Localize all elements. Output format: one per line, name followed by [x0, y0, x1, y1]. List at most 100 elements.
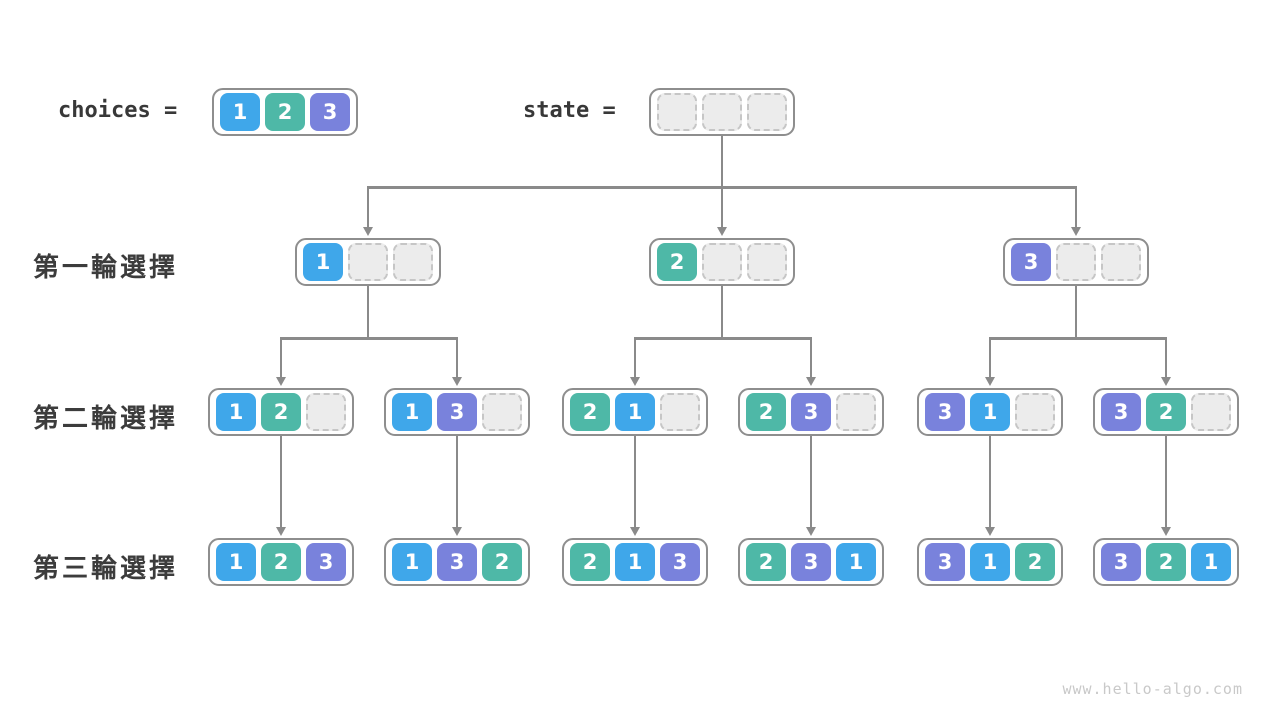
- tree-edge-drop: [720, 186, 724, 229]
- tree-edge-drop: [633, 436, 637, 529]
- tree-edge-bar: [633, 337, 813, 340]
- arrow-down-icon: [984, 377, 995, 386]
- choice-cell-3: 3: [925, 393, 965, 431]
- choice-cell-2: 2: [570, 393, 610, 431]
- choice-cell-1: 1: [392, 543, 432, 581]
- choice-cell-1: 1: [615, 393, 655, 431]
- arrow-down-icon: [1160, 377, 1171, 386]
- tree-edge-drop: [455, 337, 459, 379]
- empty-slot: [702, 93, 742, 131]
- watermark: www.hello-algo.com: [1062, 680, 1243, 698]
- arrow-down-icon: [629, 377, 640, 386]
- empty-slot: [1191, 393, 1231, 431]
- choice-cell-3: 3: [437, 393, 477, 431]
- row-label-round-3: 第三輪選擇: [33, 553, 179, 583]
- choice-cell-3: 3: [437, 543, 477, 581]
- choice-cell-2: 2: [1146, 543, 1186, 581]
- choice-cell-2: 2: [261, 543, 301, 581]
- arrow-down-icon: [984, 527, 995, 536]
- tree-edge-drop: [809, 436, 813, 529]
- empty-slot: [482, 393, 522, 431]
- choices-label: choices =: [58, 98, 178, 123]
- round1-node-2: 2: [649, 238, 795, 286]
- choice-cell-1: 1: [970, 393, 1010, 431]
- choice-cell-2: 2: [570, 543, 610, 581]
- tree-edge-drop: [633, 337, 637, 379]
- choice-cell-2: 2: [657, 243, 697, 281]
- choice-cell-2: 2: [746, 393, 786, 431]
- state-root: [649, 88, 795, 136]
- tree-edge-drop: [366, 186, 370, 229]
- choice-cell-2: 2: [1146, 393, 1186, 431]
- empty-slot: [1056, 243, 1096, 281]
- tree-edge-drop: [279, 436, 283, 529]
- choice-cell-2: 2: [746, 543, 786, 581]
- tree-edge-drop: [1164, 337, 1168, 379]
- row-label-round-1: 第一輪選擇: [33, 252, 179, 282]
- empty-slot: [747, 93, 787, 131]
- arrow-down-icon: [451, 377, 462, 386]
- choice-cell-1: 1: [303, 243, 343, 281]
- empty-slot: [348, 243, 388, 281]
- choice-cell-1: 1: [615, 543, 655, 581]
- empty-slot: [747, 243, 787, 281]
- choice-cell-1: 1: [220, 93, 260, 131]
- choice-cell-3: 3: [660, 543, 700, 581]
- empty-slot: [660, 393, 700, 431]
- choice-cell-2: 2: [265, 93, 305, 131]
- choice-cell-1: 1: [836, 543, 876, 581]
- choice-cell-2: 2: [1015, 543, 1055, 581]
- tree-edge-drop: [809, 337, 813, 379]
- round1-node-3: 3: [1003, 238, 1149, 286]
- tree-edge-drop: [1164, 436, 1168, 529]
- round1-node-1: 1: [295, 238, 441, 286]
- tree-edge-bar: [279, 337, 459, 340]
- choice-cell-3: 3: [1011, 243, 1051, 281]
- choice-cell-3: 3: [310, 93, 350, 131]
- arrow-down-icon: [629, 527, 640, 536]
- choice-cell-2: 2: [482, 543, 522, 581]
- arrow-down-icon: [451, 527, 462, 536]
- arrow-down-icon: [275, 377, 286, 386]
- choice-cell-1: 1: [216, 543, 256, 581]
- tree-edge-stem: [366, 286, 370, 340]
- empty-slot: [836, 393, 876, 431]
- choice-cell-3: 3: [1101, 543, 1141, 581]
- choice-cell-1: 1: [1191, 543, 1231, 581]
- tree-edge-drop: [988, 337, 992, 379]
- empty-slot: [657, 93, 697, 131]
- choice-cell-1: 1: [216, 393, 256, 431]
- empty-slot: [1101, 243, 1141, 281]
- choice-cell-1: 1: [970, 543, 1010, 581]
- choice-cell-3: 3: [925, 543, 965, 581]
- empty-slot: [702, 243, 742, 281]
- choice-cell-2: 2: [261, 393, 301, 431]
- arrow-down-icon: [805, 527, 816, 536]
- arrow-down-icon: [1070, 227, 1081, 236]
- empty-slot: [306, 393, 346, 431]
- choice-cell-3: 3: [1101, 393, 1141, 431]
- tree-edge-drop: [455, 436, 459, 529]
- arrow-down-icon: [716, 227, 727, 236]
- choice-cell-3: 3: [791, 393, 831, 431]
- choice-cell-3: 3: [791, 543, 831, 581]
- tree-edge-drop: [988, 436, 992, 529]
- state-label: state =: [523, 98, 616, 123]
- choice-cell-3: 3: [306, 543, 346, 581]
- tree-edge-stem: [720, 286, 724, 340]
- choice-cell-1: 1: [392, 393, 432, 431]
- arrow-down-icon: [805, 377, 816, 386]
